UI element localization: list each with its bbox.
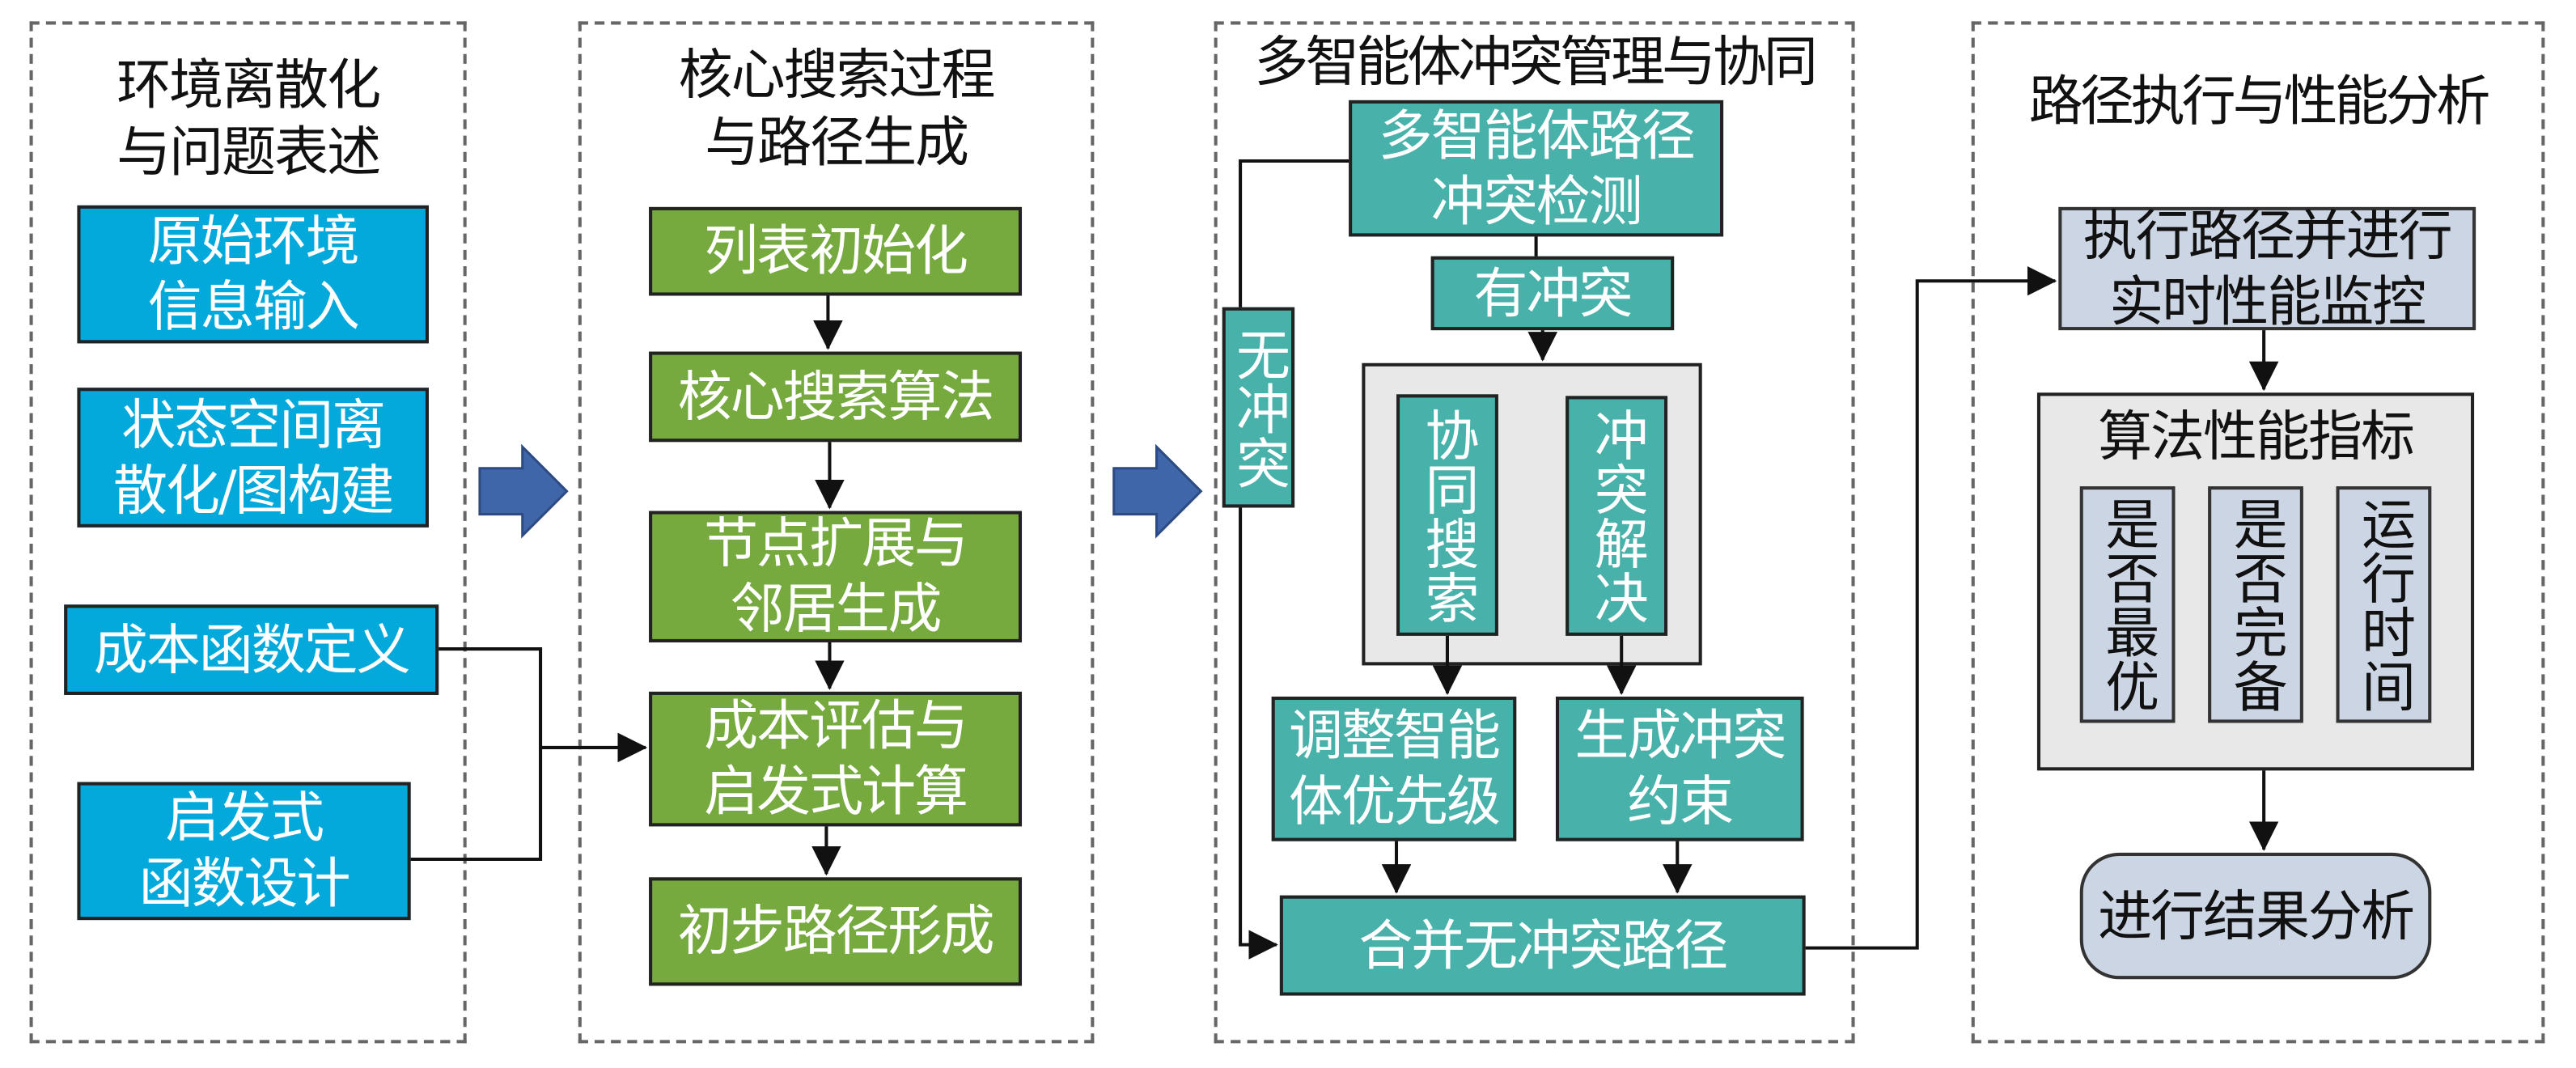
box-result-analysis: 进行结果分析 xyxy=(2079,852,2432,980)
box-list-initialization: 列表初始化 xyxy=(649,206,1023,296)
box-adjust-agent-priority: 调整智能体优先级 xyxy=(1271,696,1517,841)
box-node-expansion: 节点扩展与邻居生成 xyxy=(649,511,1023,642)
panel-title: 环境离散化 与问题表述 xyxy=(117,52,381,184)
box-raw-environment-input: 原始环境信息输入 xyxy=(77,205,429,344)
box-initial-path-formation: 初步路径形成 xyxy=(649,877,1023,986)
metrics-title: 算法性能指标 xyxy=(2098,404,2415,468)
panel-title: 多智能体冲突管理与协同 xyxy=(1254,29,1817,94)
box-core-search-algorithm: 核心搜索算法 xyxy=(649,351,1023,443)
metric-is-complete: 是否完备 xyxy=(2208,486,2303,723)
box-conflict-resolution: 冲突解决 xyxy=(1566,396,1668,636)
box-merge-conflict-free-paths: 合并无冲突路径 xyxy=(1279,895,1806,996)
panel-multi-agent-conflict: 多智能体冲突管理与协同 xyxy=(1214,21,1855,1044)
box-heuristic-function-design: 启发式函数设计 xyxy=(77,782,411,921)
panel-title: 路径执行与性能分析 xyxy=(2028,69,2491,134)
panel-core-search: 核心搜索过程 与路径生成 xyxy=(578,21,1095,1044)
block-arrow-1-icon xyxy=(478,443,569,539)
box-cooperative-search: 协同搜索 xyxy=(1396,394,1498,636)
box-cost-evaluation: 成本评估与启发式计算 xyxy=(649,691,1023,827)
box-conflict-detection: 多智能体路径冲突检测 xyxy=(1349,100,1724,237)
box-execute-and-monitor: 执行路径并进行实时性能监控 xyxy=(2058,203,2476,333)
box-has-conflict: 有冲突 xyxy=(1430,256,1675,331)
metric-runtime: 运行时间 xyxy=(2336,486,2432,723)
box-no-conflict: 无冲突 xyxy=(1222,307,1295,508)
metric-is-optimal: 是否最优 xyxy=(2079,486,2176,723)
box-cost-function-definition: 成本函数定义 xyxy=(64,604,439,695)
panel-title: 核心搜索过程 与路径生成 xyxy=(678,42,996,175)
panel-environment-discretization: 环境离散化 与问题表述 xyxy=(29,21,467,1044)
box-state-space-discretization: 状态空间离散化/图构建 xyxy=(77,388,429,528)
block-arrow-2-icon xyxy=(1112,443,1203,539)
box-generate-conflict-constraint: 生成冲突约束 xyxy=(1555,696,1804,841)
